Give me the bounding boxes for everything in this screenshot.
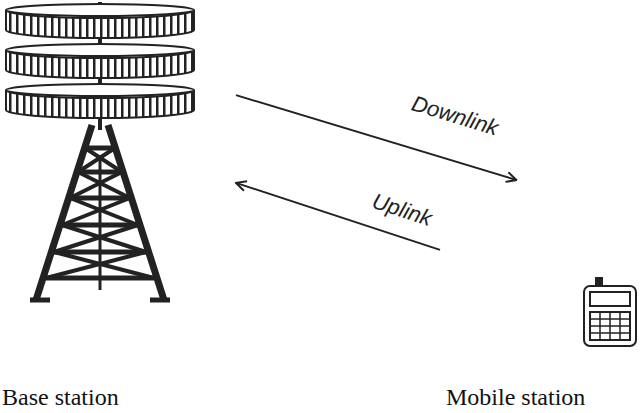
station-node: Base station	[0, 0, 236, 410]
station-label: Mobile station	[446, 384, 642, 410]
station-node: Mobile station	[440, 180, 642, 410]
link-arrow	[236, 183, 440, 250]
mobile-phone	[584, 278, 636, 346]
base-station-tower	[6, 2, 194, 300]
link-label: Downlink	[407, 90, 504, 142]
link-label: Uplink	[367, 188, 437, 233]
station-label: Base station	[2, 384, 236, 410]
